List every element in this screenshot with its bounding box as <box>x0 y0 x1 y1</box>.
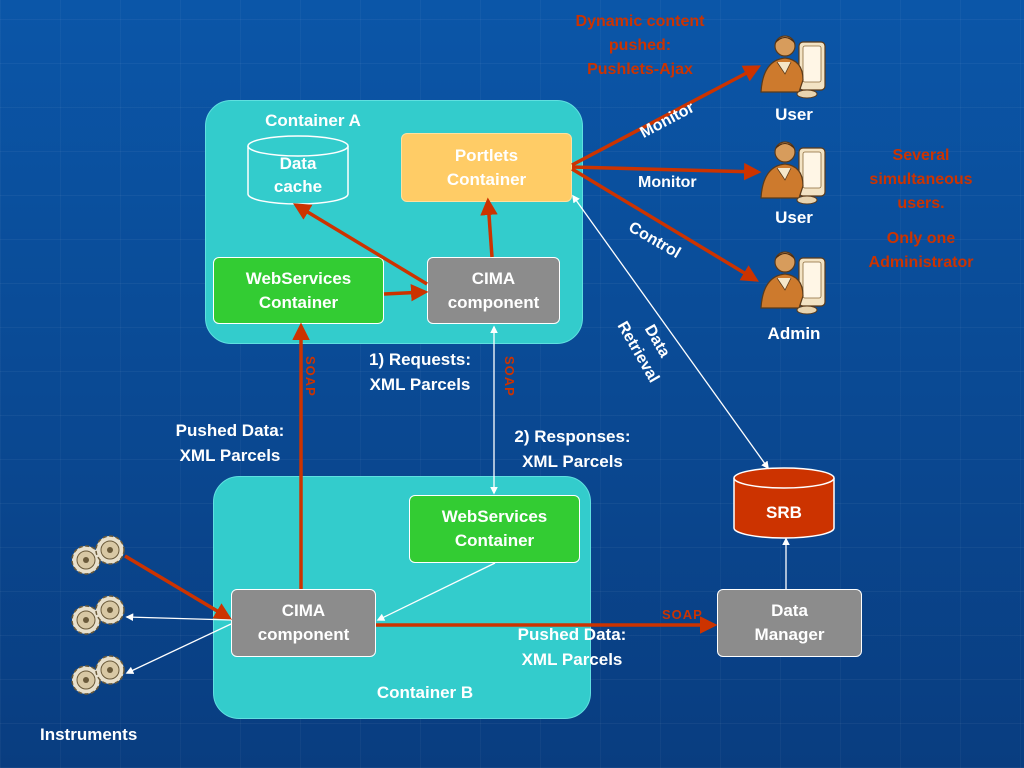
user-label-2: User <box>775 208 813 227</box>
arrow-portlets-user1 <box>571 65 762 167</box>
pushed-right-label: Pushed Data: XML Parcels <box>517 625 627 669</box>
container-b-title: Container B <box>376 683 474 702</box>
arrow-cima-portlets <box>480 197 498 258</box>
requests-label: 1) Requests: XML Parcels <box>368 350 472 394</box>
soap-mid-label: SOAP <box>502 356 517 397</box>
arrow-cima-instr2 <box>125 613 232 622</box>
admin-label: Admin <box>767 324 821 343</box>
arrow-ws-cima <box>383 283 429 302</box>
instruments-label: Instruments <box>40 725 138 744</box>
person-at-computer-icon <box>760 141 826 205</box>
arrow-cima-instr3 <box>125 623 232 674</box>
srb-label: SRB <box>766 503 802 522</box>
user-figure-2 <box>755 140 831 211</box>
data-manager-box: Data Manager <box>717 589 862 657</box>
data-cache-label: Data cache <box>273 154 323 196</box>
person-at-computer-icon <box>760 35 826 99</box>
user-label-1: User <box>775 105 813 124</box>
container-a-title: Container A <box>265 111 361 130</box>
webservices-container-a-box: WebServices Container <box>213 257 384 324</box>
arrow-portlets-user2 <box>571 162 762 181</box>
cima-component-b-box: CIMA component <box>231 589 376 657</box>
dynamic-content-label: Dynamic content pushed: Pushlets-Ajax <box>575 13 705 78</box>
user-figure-1 <box>755 34 831 105</box>
responses-label: 2) Responses: XML Parcels <box>514 427 631 471</box>
soap-right-label: SOAP <box>662 607 703 622</box>
instrument-gears-icon-3 <box>71 655 125 695</box>
soap-left-label: SOAP <box>303 356 318 397</box>
webservices-container-b-box: WebServices Container <box>409 495 580 563</box>
cima-component-a-box: CIMA component <box>427 257 560 324</box>
arrow-ws-b-cima-b <box>376 562 496 621</box>
monitor-mid-label: Monitor <box>638 174 697 191</box>
pushed-left-label: Pushed Data: XML Parcels <box>175 421 285 465</box>
arrow-portlets-srb <box>572 194 769 470</box>
only-one-admin-label: Only one Administrator <box>868 230 974 271</box>
several-users-label: Several simultaneous users. <box>869 147 973 212</box>
arrow-instruments-cima <box>124 554 233 620</box>
instrument-gears-icon-2 <box>71 595 125 635</box>
arrow-cache-cima <box>293 203 428 286</box>
admin-figure <box>755 250 831 321</box>
person-at-computer-icon <box>760 251 826 315</box>
instrument-gears-icon-1 <box>71 535 125 575</box>
portlets-container-box: Portlets Container <box>401 133 572 202</box>
